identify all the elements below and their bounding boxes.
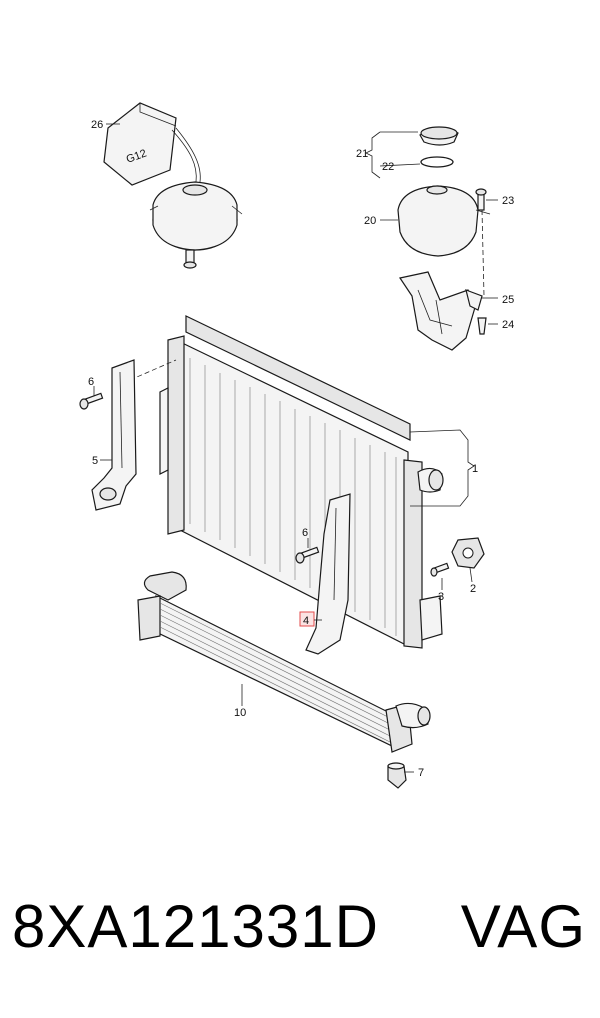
callout-22: 22 [382, 161, 394, 173]
radiator-mount-bracket-center [305, 493, 351, 655]
expansion-tank-right [397, 126, 491, 351]
bolt-6-left [79, 392, 104, 410]
callout-2: 2 [470, 583, 476, 595]
caption-bar: 8XA121331D VAG [0, 892, 600, 982]
part-number: 8XA121331D [12, 893, 379, 960]
clip-7 [387, 762, 407, 789]
callout-24: 24 [502, 319, 514, 331]
coolant-bottle: G12 [103, 102, 201, 186]
callout-26: 26 [91, 119, 103, 131]
brand-name: VAG [460, 893, 586, 960]
callout-7: 7 [418, 767, 424, 779]
callout-1: 1 [472, 463, 478, 475]
callout-4: 4 [303, 615, 309, 627]
radiator-mount-bracket-left [91, 359, 137, 511]
callout-10: 10 [234, 707, 246, 719]
screw-3 [430, 562, 450, 577]
callout-3: 3 [438, 591, 444, 603]
bolt-6-center [295, 546, 320, 564]
callout-6-left: 6 [88, 376, 94, 388]
callout-5: 5 [92, 455, 98, 467]
intercooler [137, 571, 431, 753]
callout-20: 20 [364, 215, 376, 227]
expansion-tank-left [149, 181, 243, 269]
rubber-mount [451, 537, 485, 569]
callout-6-center: 6 [302, 527, 308, 539]
intercooler-fins [159, 602, 391, 743]
callout-4-highlight-box [299, 611, 315, 627]
callout-25: 25 [502, 294, 514, 306]
callout-21: 21 [356, 148, 368, 160]
exploded-parts-diagram: G12 26 21 22 20 23 25 [79, 102, 514, 789]
callout-23: 23 [502, 195, 514, 207]
radiator-fins [189, 358, 397, 636]
radiator [159, 315, 444, 649]
